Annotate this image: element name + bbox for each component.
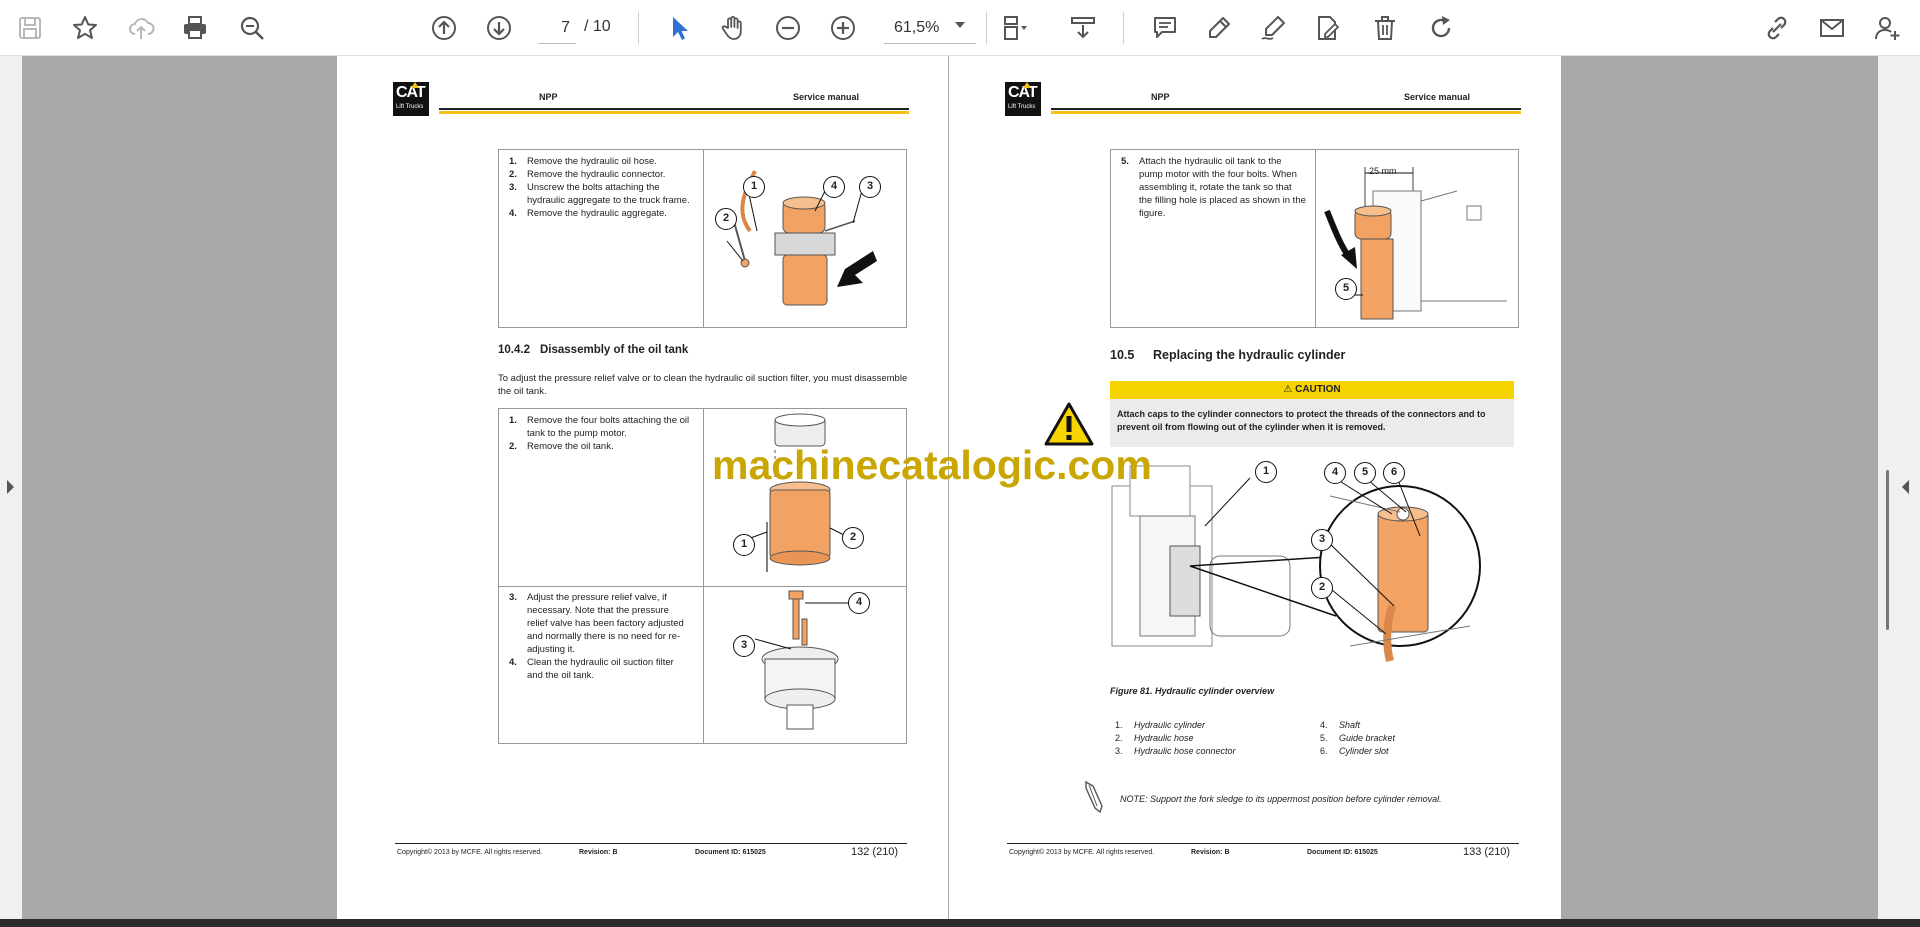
- header-manual-title: Service manual: [1404, 92, 1471, 102]
- zoom-out-icon[interactable]: [768, 8, 808, 48]
- callout-2: 2: [842, 527, 864, 549]
- warning-triangle-icon: [1044, 402, 1094, 446]
- header-model: NPP: [539, 92, 558, 102]
- footer-document-id: Document ID: 615025: [695, 849, 766, 856]
- note-pencil-icon: [1085, 780, 1103, 814]
- footer-page-number: 132 (210): [851, 846, 899, 858]
- vertical-scrollbar[interactable]: [1886, 470, 1889, 630]
- callout-2: 2: [715, 208, 737, 230]
- comment-icon[interactable]: [1145, 8, 1185, 48]
- figure-caption: Figure 81. Hydraulic cylinder overview: [1110, 686, 1275, 696]
- oil-tank-removal-illustration: [744, 413, 851, 572]
- hydraulic-aggregate-illustration: [726, 170, 877, 306]
- table2-row2-steps: 3.Adjust the pressure relief valve, if n…: [509, 592, 684, 681]
- left-panel-toggle[interactable]: [0, 56, 22, 919]
- cloud-upload-icon[interactable]: [121, 8, 161, 48]
- trash-icon[interactable]: [1365, 8, 1405, 48]
- hydraulic-cylinder-overview-illustration: [1111, 465, 1481, 663]
- callout-2: 2: [1311, 577, 1333, 599]
- main-toolbar: / 10 61,5%: [0, 0, 1920, 56]
- caution-text: Attach caps to the cylinder connectors t…: [1110, 399, 1514, 447]
- page-133: CAT Lift Trucks NPP Service manual 5.Att…: [949, 56, 1561, 919]
- share-link-icon[interactable]: [1757, 8, 1797, 48]
- rotate-icon[interactable]: [1421, 8, 1461, 48]
- callout-6: 6: [1383, 462, 1405, 484]
- download-tray-icon[interactable]: [1063, 8, 1103, 48]
- bottom-bar: [0, 919, 1920, 927]
- figure-legend-right: 4.Shaft 5.Guide bracket 6.Cylinder slot: [1320, 720, 1396, 756]
- procedure-table-3: [1110, 149, 1519, 328]
- edit-document-icon[interactable]: [1307, 8, 1347, 48]
- hand-tool-icon[interactable]: [713, 8, 753, 48]
- previous-page-icon[interactable]: [424, 8, 464, 48]
- callout-5: 5: [1354, 462, 1376, 484]
- zoom-in-icon[interactable]: [823, 8, 863, 48]
- callout-1: 1: [1255, 461, 1277, 483]
- page-display-icon[interactable]: [994, 8, 1034, 48]
- callout-3: 3: [859, 176, 881, 198]
- footer-copyright: Copyright© 2013 by MCFE. All rights rese…: [397, 849, 543, 856]
- header-manual-title: Service manual: [793, 92, 860, 102]
- note-text: NOTE: Support the fork sledge to its upp…: [1120, 794, 1442, 804]
- table3-steps: 5.Attach the hydraulic oil tank to the p…: [1121, 156, 1306, 219]
- zoom-search-icon[interactable]: [232, 8, 272, 48]
- callout-1: 1: [743, 176, 765, 198]
- next-page-icon[interactable]: [479, 8, 519, 48]
- footer-document-id: Document ID: 615025: [1307, 849, 1378, 856]
- zoom-level-select[interactable]: 61,5%: [884, 12, 976, 44]
- expand-left-icon[interactable]: [7, 480, 14, 494]
- select-cursor-icon[interactable]: [659, 8, 699, 48]
- footer-page-number: 133 (210): [1463, 846, 1511, 858]
- callout-4: 4: [823, 176, 845, 198]
- procedure-table-2: [498, 408, 907, 744]
- chevron-down-icon[interactable]: [955, 22, 965, 28]
- right-panel-toggle[interactable]: [1878, 56, 1920, 919]
- footer-revision: Revision: B: [1191, 849, 1230, 856]
- procedure-table-1: [498, 149, 907, 328]
- bookmark-star-icon[interactable]: [65, 8, 105, 48]
- page-number-input[interactable]: [538, 12, 576, 44]
- callout-1: 1: [733, 534, 755, 556]
- figure-legend-left: 1.Hydraulic cylinder 2.Hydraulic hose 3.…: [1115, 720, 1236, 756]
- add-user-icon[interactable]: [1867, 8, 1907, 48]
- sign-pen-icon[interactable]: [1253, 8, 1293, 48]
- callout-4: 4: [1324, 462, 1346, 484]
- email-icon[interactable]: [1812, 8, 1852, 48]
- cat-logo: CAT Lift Trucks: [393, 82, 429, 116]
- watermark-text: machinecatalogic.com: [712, 442, 1152, 488]
- page-132: CAT Lift Trucks NPP Service manual 1.Rem…: [337, 56, 949, 919]
- table2-row1-steps: 1.Remove the four bolts attaching the oi…: [509, 415, 690, 452]
- callout-3: 3: [1311, 529, 1333, 551]
- table1-steps: 1.Remove the hydraulic oil hose. 2.Remov…: [509, 156, 690, 219]
- cat-logo: CAT Lift Trucks: [1005, 82, 1041, 116]
- callout-4: 4: [848, 592, 870, 614]
- expand-right-icon[interactable]: [1902, 480, 1909, 494]
- highlight-pen-icon[interactable]: [1199, 8, 1239, 48]
- print-icon[interactable]: [175, 8, 215, 48]
- oil-tank-alignment-illustration: [1324, 167, 1507, 320]
- relief-valve-illustration: [754, 590, 853, 730]
- footer-copyright: Copyright© 2013 by MCFE. All rights rese…: [1009, 849, 1155, 856]
- footer-revision: Revision: B: [579, 849, 618, 856]
- caution-banner: ⚠ CAUTION: [1110, 381, 1514, 399]
- callout-5: 5: [1335, 278, 1357, 300]
- section-body-text: To adjust the pressure relief valve or t…: [498, 373, 908, 397]
- save-icon[interactable]: [10, 8, 50, 48]
- header-model: NPP: [1151, 92, 1170, 102]
- callout-3: 3: [733, 635, 755, 657]
- page-total-label: / 10: [584, 18, 611, 35]
- dimension-label: 25 mm: [1369, 166, 1397, 176]
